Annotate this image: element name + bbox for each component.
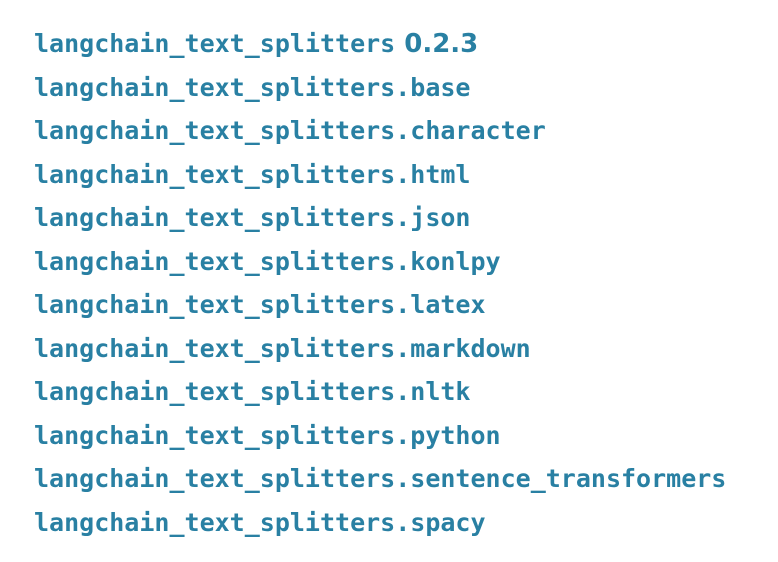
module-list-item: langchain_text_splitters.latex <box>34 283 778 327</box>
module-link[interactable]: langchain_text_splitters.sentence_transf… <box>34 464 727 493</box>
module-link[interactable]: langchain_text_splitters.html <box>34 159 471 189</box>
module-link[interactable]: langchain_text_splitters.python <box>34 420 501 450</box>
module-link[interactable]: langchain_text_splitters.latex <box>34 290 486 319</box>
package-version: 0.2.3 <box>404 29 479 59</box>
module-link[interactable]: langchain_text_splitters.konlpy <box>34 246 501 276</box>
module-link[interactable]: langchain_text_splitters.base <box>34 72 471 102</box>
module-link[interactable]: langchain_text_splitters.character <box>34 116 546 145</box>
module-list-item: langchain_text_splitters.python <box>34 414 778 458</box>
module-list-item: langchain_text_splitters.spacy <box>34 501 778 545</box>
module-link[interactable]: langchain_text_splitters <box>34 29 396 58</box>
module-list-item: langchain_text_splitters.html <box>34 153 778 197</box>
module-link[interactable]: langchain_text_splitters.nltk <box>34 377 471 406</box>
module-link[interactable]: langchain_text_splitters.markdown <box>34 333 531 363</box>
module-list-item: langchain_text_splitters 0.2.3 <box>34 22 778 66</box>
module-list-item: langchain_text_splitters.konlpy <box>34 240 778 284</box>
module-list-item: langchain_text_splitters.base <box>34 66 778 110</box>
module-link[interactable]: langchain_text_splitters.json <box>34 203 471 232</box>
module-list-item: langchain_text_splitters.character <box>34 109 778 153</box>
module-list-item: langchain_text_splitters.markdown <box>34 327 778 371</box>
module-list-item: langchain_text_splitters.sentence_transf… <box>34 457 778 501</box>
module-list-item: langchain_text_splitters.json <box>34 196 778 240</box>
module-list-item: langchain_text_splitters.nltk <box>34 370 778 414</box>
module-link[interactable]: langchain_text_splitters.spacy <box>34 507 486 537</box>
